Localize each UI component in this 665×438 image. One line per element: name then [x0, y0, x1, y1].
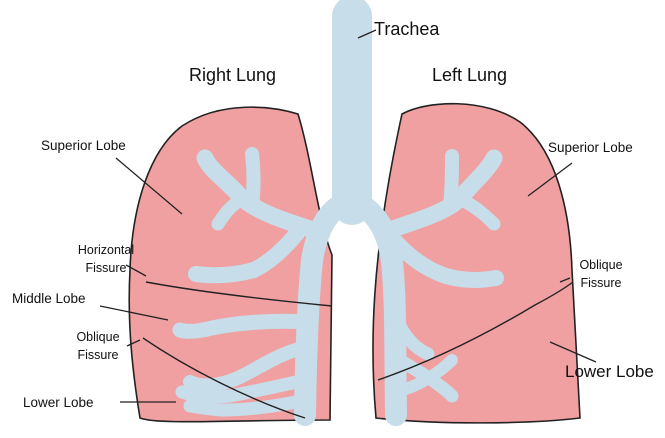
right-oblique-fissure-label-line1: Oblique: [70, 331, 126, 344]
horizontal-fissure-label-line2: Fissure: [70, 262, 142, 275]
right-lung-label: Right Lung: [189, 66, 276, 84]
left-lower-lobe-label: Lower Lobe: [565, 363, 654, 380]
horizontal-fissure-label: Horizontal Fissure: [70, 244, 142, 274]
right-lower-lobe-label: Lower Lobe: [23, 396, 94, 410]
left-lung-label: Left Lung: [432, 66, 507, 84]
right-oblique-fissure-label: Oblique Fissure: [70, 331, 126, 361]
right-superior-lobe-label: Superior Lobe: [41, 139, 126, 153]
left-superior-lobe-label: Superior Lobe: [548, 141, 633, 155]
horizontal-fissure-label-line1: Horizontal: [70, 244, 142, 257]
left-oblique-fissure-label-line1: Oblique: [574, 259, 628, 272]
trachea-label: Trachea: [374, 20, 439, 38]
left-oblique-fissure-label-line2: Fissure: [574, 277, 628, 290]
right-oblique-fissure-label-line2: Fissure: [70, 349, 126, 362]
middle-lobe-label: Middle Lobe: [12, 292, 86, 306]
left-oblique-fissure-label: Oblique Fissure: [574, 259, 628, 289]
